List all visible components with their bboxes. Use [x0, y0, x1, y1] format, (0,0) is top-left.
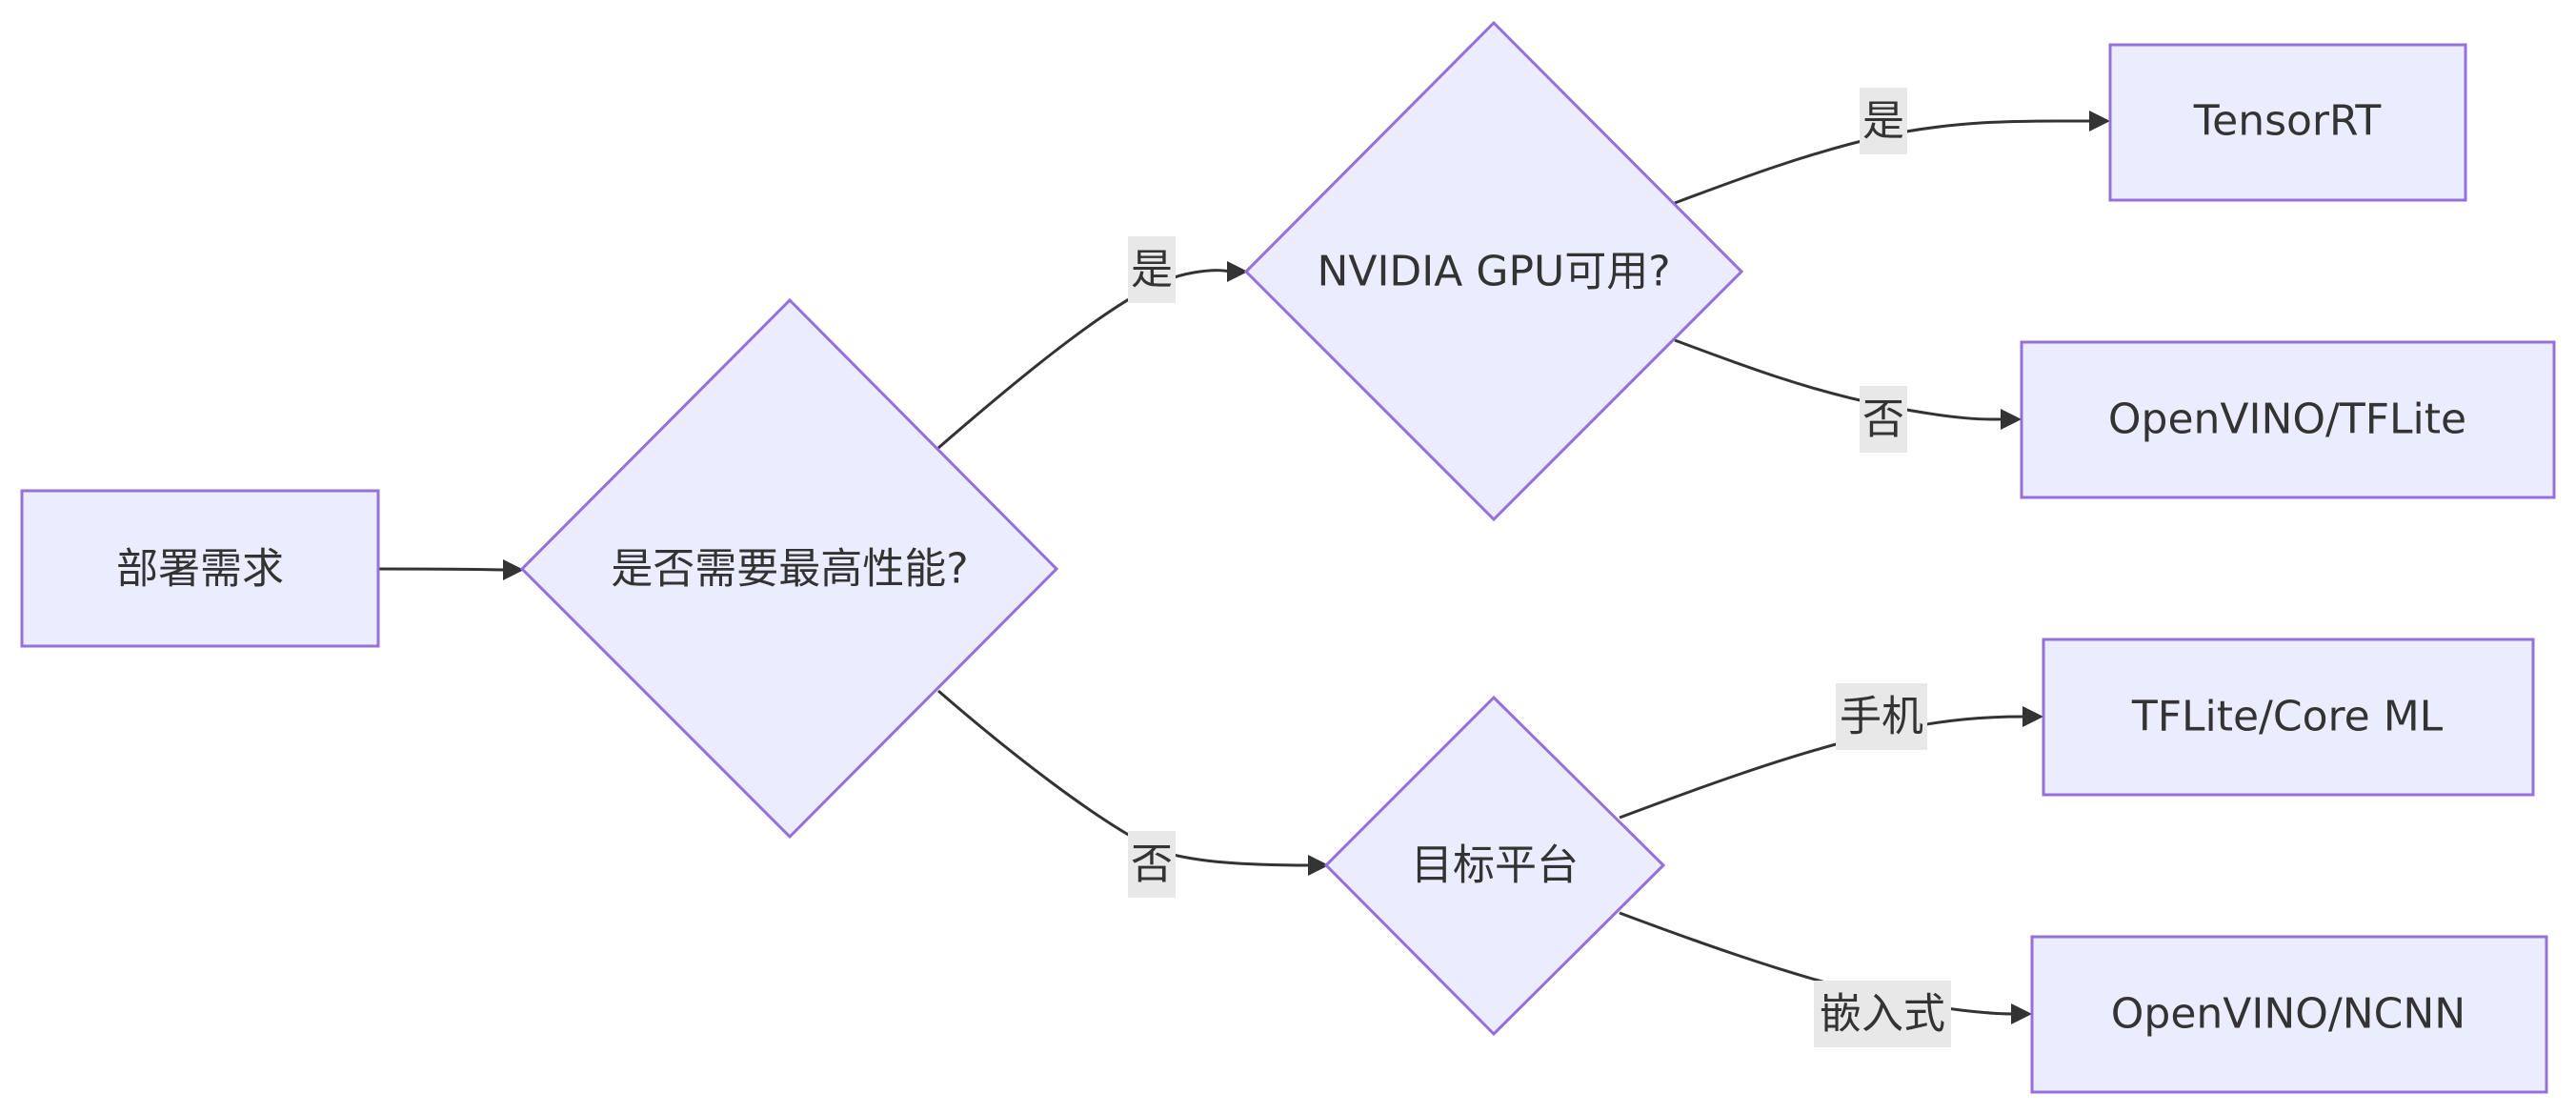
edge-label-gpu-no: 否 [1860, 386, 1907, 453]
edge-perf-no [937, 689, 1311, 867]
arrow-head-platform-mobile [2023, 706, 2043, 727]
node-tflite-coreml[interactable]: TFLite/Core ML [2042, 638, 2535, 797]
node-tensorrt-box [2108, 43, 2467, 202]
node-platform-decision[interactable]: 目标平台 [1323, 695, 1666, 1037]
node-openvino-tflite[interactable]: OpenVINO/TFLite [2020, 340, 2556, 499]
arrow-head-perf-yes [1227, 261, 1248, 282]
edge-label-bg [1814, 981, 1951, 1047]
node-gpu-decision-label: NVIDIA GPU可用? [1317, 248, 1670, 296]
node-start-label: 部署需求 [116, 545, 284, 594]
edge-labels-layer: 是 否 是 否 手机 嵌入式 [1128, 88, 1951, 1047]
edge-label-text: 否 [1862, 395, 1904, 444]
node-platform-decision-label: 目标平台 [1411, 841, 1579, 890]
node-openvino-ncnn[interactable]: OpenVINO/NCNN [2030, 935, 2548, 1094]
node-openvino-tflite-label: OpenVINO/TFLite [2108, 395, 2466, 444]
node-tensorrt-label: TensorRT [2193, 97, 2382, 146]
node-gpu-decision[interactable]: NVIDIA GPU可用? [1243, 20, 1744, 522]
edge-label-text: 嵌入式 [1820, 990, 1945, 1039]
edge-label-text: 手机 [1840, 693, 1923, 741]
edge-label-bg [1860, 88, 1907, 154]
edge-label-bg [1860, 386, 1907, 453]
arrow-head-perf-no [1308, 855, 1329, 876]
node-tflite-coreml-label: TFLite/Core ML [2131, 693, 2444, 741]
node-platform-decision-diamond [1323, 695, 1666, 1037]
nodes-layer: 部署需求 是否需要最高性能? NVIDIA GPU可用? 目标平台 Tensor… [20, 20, 2556, 1094]
arrow-head-gpu-yes [2089, 111, 2110, 132]
node-start-box [20, 489, 380, 648]
edge-label-text: 是 [1131, 246, 1173, 294]
arrow-head-platform-embedded [2011, 1003, 2032, 1024]
edge-label-perf-no: 否 [1128, 831, 1176, 898]
edge-platform-mobile [1619, 715, 2023, 820]
edge-label-bg [1128, 831, 1176, 898]
edge-gpu-no [1674, 338, 2002, 421]
node-gpu-decision-diamond [1243, 20, 1744, 522]
edge-label-text: 是 [1862, 97, 1904, 146]
node-openvino-tflite-box [2020, 340, 2556, 499]
edge-label-text: 否 [1131, 841, 1173, 889]
edge-start-to-perf [377, 567, 506, 572]
edge-label-gpu-yes: 是 [1860, 88, 1907, 154]
edge-label-bg [1836, 683, 1927, 750]
edge-label-bg [1128, 236, 1176, 303]
node-perf-decision-label: 是否需要最高性能? [611, 545, 968, 594]
edge-label-platform-mobile: 手机 [1836, 683, 1927, 750]
arrow-head-gpu-no [2001, 409, 2022, 430]
edge-label-platform-embedded: 嵌入式 [1814, 981, 1951, 1047]
node-start[interactable]: 部署需求 [20, 489, 380, 648]
edge-label-perf-yes: 是 [1128, 236, 1176, 303]
node-perf-decision[interactable]: 是否需要最高性能? [519, 297, 1059, 840]
node-tensorrt[interactable]: TensorRT [2108, 43, 2467, 202]
edge-perf-yes [937, 269, 1230, 450]
node-openvino-ncnn-label: OpenVINO/NCNN [2111, 990, 2465, 1039]
node-tflite-coreml-box [2042, 638, 2535, 797]
node-perf-decision-diamond [519, 297, 1059, 840]
node-openvino-ncnn-box [2030, 935, 2548, 1094]
arrow-head-start-to-perf [503, 559, 524, 580]
